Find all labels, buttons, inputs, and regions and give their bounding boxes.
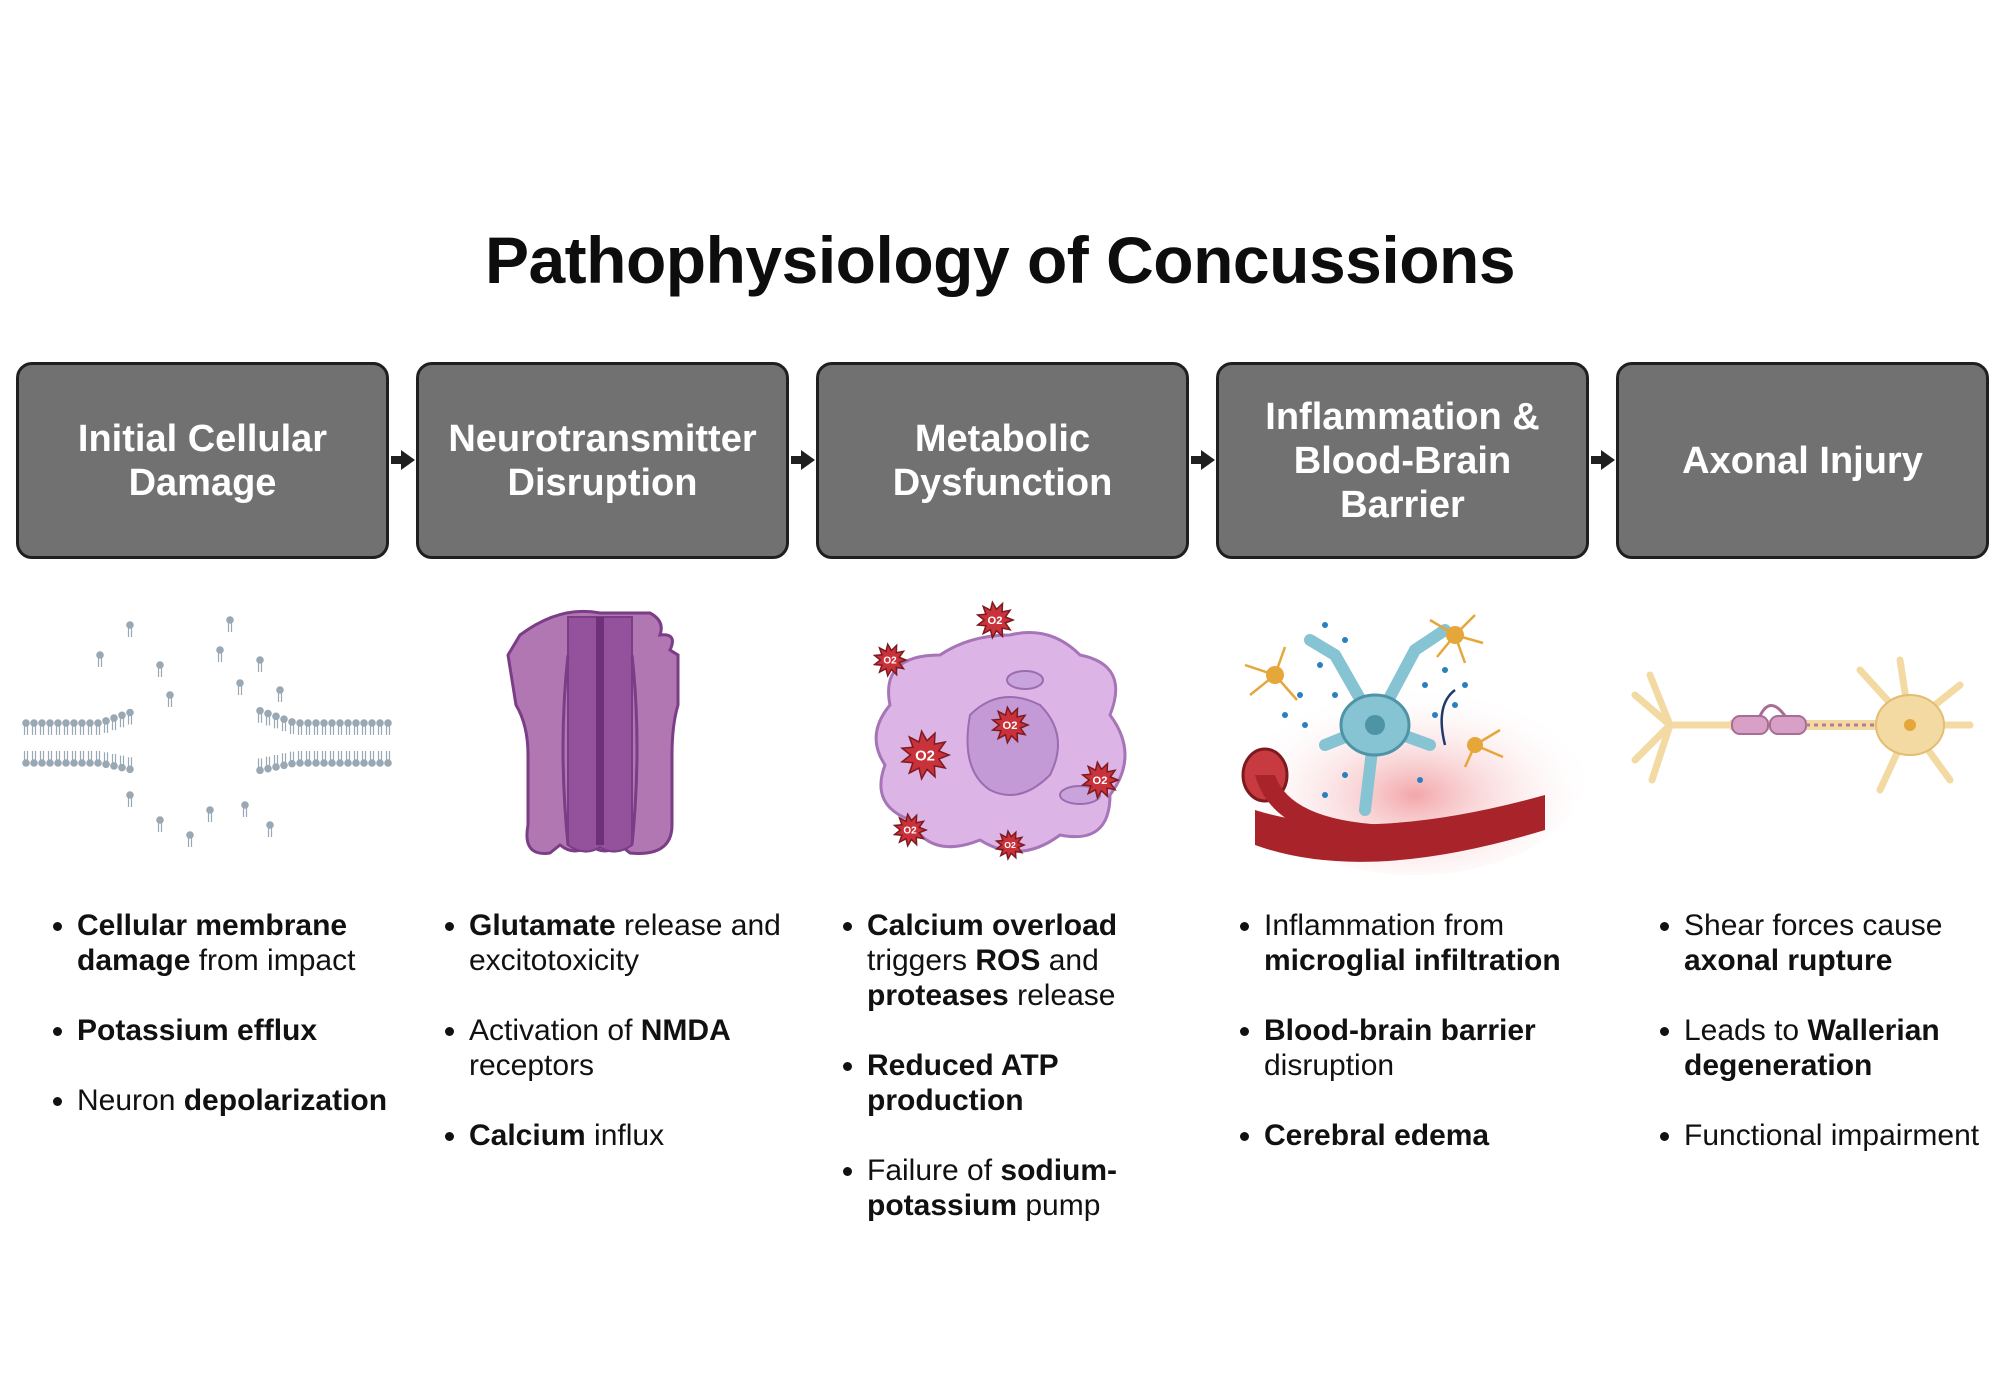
bullet-item: Blood-brain barrier disruption xyxy=(1264,1013,1594,1083)
bullet-text-bold: NMDA xyxy=(640,1014,731,1047)
bullet-text: receptors xyxy=(469,1049,595,1082)
bullet-item: Activation of NMDA receptors xyxy=(469,1013,799,1083)
stage-title: Metabolic Dysfunction xyxy=(892,417,1113,504)
bullet-text-bold: Reduced ATP production xyxy=(867,1049,1059,1117)
bullet-list-4: Inflammation from microglial infiltratio… xyxy=(1240,908,1594,1188)
bullet-text-bold: Potassium efflux xyxy=(77,1014,318,1047)
bullet-text-bold: Wallerian degeneration xyxy=(1684,1014,1940,1082)
bullet-text-bold: depolarization xyxy=(183,1084,388,1117)
stage-box-5: Axonal Injury xyxy=(1616,362,1989,559)
bullet-item: Reduced ATP production xyxy=(867,1048,1197,1118)
svg-text:O2: O2 xyxy=(988,615,1003,627)
bullet-text: triggers xyxy=(867,944,976,977)
bullet-text: pump xyxy=(1017,1189,1101,1222)
arrow-right-icon xyxy=(791,450,815,470)
bullet-list-3: Calcium overload triggers ROS and protea… xyxy=(843,908,1197,1258)
svg-text:O2: O2 xyxy=(903,826,917,837)
bullet-text-bold: Calcium xyxy=(469,1119,586,1152)
bullet-text-bold: Blood-brain barrier xyxy=(1264,1014,1536,1047)
bullet-text-bold: axonal rupture xyxy=(1684,944,1893,977)
bullet-text: Leads to xyxy=(1684,1014,1808,1047)
bullet-list-2: Glutamate release and excitotoxicityActi… xyxy=(445,908,799,1188)
bullet-text: disruption xyxy=(1264,1049,1395,1082)
bullet-item: Shear forces cause axonal rupture xyxy=(1684,908,2000,978)
bullet-text: from impact xyxy=(190,944,356,977)
arrow-right-icon xyxy=(391,450,415,470)
bullet-list-5: Shear forces cause axonal ruptureLeads t… xyxy=(1660,908,2000,1188)
neuron-axon-icon xyxy=(1631,656,1974,794)
bullet-list-1: Cellular membrane damage from impactPota… xyxy=(53,908,407,1153)
bullet-text-bold: sodium-potassium xyxy=(867,1154,1118,1222)
stage-box-3: Metabolic Dysfunction xyxy=(816,362,1189,559)
diagram-title: Pathophysiology of Concussions xyxy=(484,223,1516,297)
bullet-text: Neuron xyxy=(77,1084,184,1117)
bullet-text-bold: proteases xyxy=(867,979,1009,1012)
bullet-item: Potassium efflux xyxy=(77,1013,407,1048)
bullet-text: Failure of xyxy=(867,1154,1001,1187)
stage-title: Initial Cellular Damage xyxy=(77,417,328,504)
bullet-item: Leads to Wallerian degeneration xyxy=(1684,1013,2000,1083)
bullet-text-bold: Calcium overload xyxy=(867,909,1118,942)
stage-title: Axonal Injury xyxy=(1682,439,1923,482)
stage-title: Neurotransmitter Disruption xyxy=(448,417,757,504)
arrow-right-icon xyxy=(1191,450,1215,470)
bullet-text-bold: microglial infiltration xyxy=(1264,944,1561,977)
svg-text:O2: O2 xyxy=(883,656,897,667)
svg-text:O2: O2 xyxy=(1093,775,1108,787)
stage-box-1: Initial Cellular Damage xyxy=(16,362,389,559)
nmda-receptor-icon xyxy=(506,609,680,855)
bullet-text: Shear forces cause xyxy=(1684,909,1943,942)
stage-box-4: Inflammation & Blood-Brain Barrier xyxy=(1216,362,1589,559)
bullet-item: Calcium influx xyxy=(469,1118,799,1153)
bullet-item: Glutamate release and excitotoxicity xyxy=(469,908,799,978)
bullet-text: release xyxy=(1008,979,1116,1012)
bullet-item: Cellular membrane damage from impact xyxy=(77,908,407,978)
bullet-item: Failure of sodium-potassium pump xyxy=(867,1153,1197,1223)
bullet-text: Functional impairment xyxy=(1684,1119,1980,1152)
bullet-text: release and excitotoxicity xyxy=(469,909,781,977)
bullet-text-bold: Cellular membrane damage xyxy=(77,909,348,977)
bullet-text-bold: Cerebral edema xyxy=(1264,1119,1490,1152)
bullet-item: Functional impairment xyxy=(1684,1118,2000,1153)
bullet-item: Neuron depolarization xyxy=(77,1083,407,1118)
bullet-text: Activation of xyxy=(469,1014,641,1047)
arrow-right-icon xyxy=(1591,450,1615,470)
bullet-item: Inflammation from microglial infiltratio… xyxy=(1264,908,1594,978)
bullet-item: Calcium overload triggers ROS and protea… xyxy=(867,908,1197,1013)
bullet-item: Cerebral edema xyxy=(1264,1118,1594,1153)
svg-text:O2: O2 xyxy=(1003,720,1018,732)
bullet-text-bold: ROS xyxy=(975,944,1041,977)
cell-membrane-icon xyxy=(22,616,392,847)
bullet-text-bold: Glutamate xyxy=(469,909,616,942)
svg-text:O2: O2 xyxy=(1004,840,1016,850)
bullet-text: and xyxy=(1040,944,1099,977)
bullet-text: influx xyxy=(585,1119,665,1152)
svg-text:O2: O2 xyxy=(915,748,935,764)
bullet-text: Inflammation from xyxy=(1264,909,1505,942)
stage-title: Inflammation & Blood-Brain Barrier xyxy=(1265,395,1540,526)
neuroinflammation-icon xyxy=(1241,614,1585,875)
stage-box-2: Neurotransmitter Disruption xyxy=(416,362,789,559)
